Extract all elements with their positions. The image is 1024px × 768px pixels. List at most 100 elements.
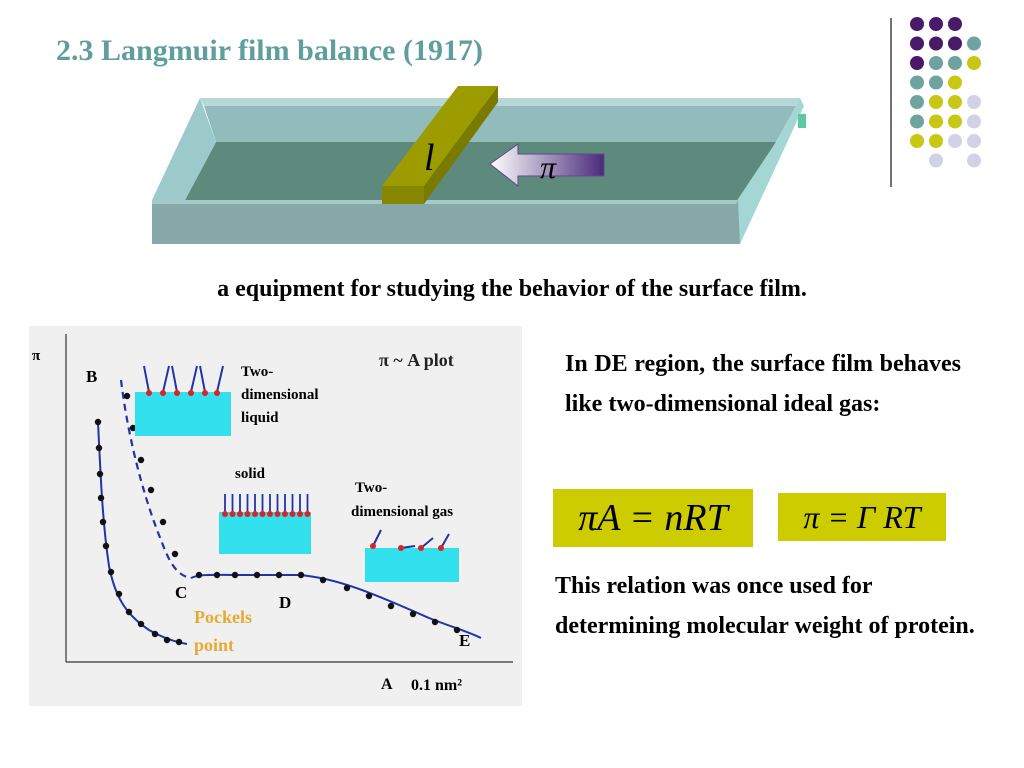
- gas-label-line-1: Two-: [355, 480, 387, 496]
- isotherm-data-point: [171, 550, 179, 558]
- solid-molecule-head: [229, 511, 236, 517]
- de-region-description: In DE region, the surface film behaves l…: [565, 351, 961, 417]
- decorative-dot: [948, 95, 962, 109]
- isotherm-data-point: [102, 542, 110, 550]
- isotherm-data-point: [297, 571, 305, 579]
- solid-molecule-head: [237, 511, 243, 517]
- isotherm-data-point: [137, 620, 145, 628]
- isotherm-data-point: [125, 608, 133, 616]
- point-label-c: C: [175, 583, 187, 602]
- slide-title: 2.3 Langmuir film balance (1917): [56, 34, 483, 67]
- trough-back-wall: [204, 106, 796, 142]
- isotherm-data-point: [107, 568, 115, 576]
- isotherm-data-point: [97, 494, 105, 502]
- point-label-d: D: [279, 593, 291, 612]
- liquid-molecule-tail: [190, 365, 198, 393]
- trough-front-wall: [152, 200, 740, 244]
- decorative-dot: [929, 17, 943, 31]
- isotherm-data-point: [343, 584, 351, 592]
- solid-molecule-head: [274, 511, 281, 517]
- plot-title: π ~ A plot: [379, 350, 454, 370]
- decorative-dot: [967, 95, 981, 109]
- solid-molecule-head: [222, 511, 228, 517]
- trough-back-rim: [200, 98, 800, 106]
- decorative-dot: [948, 114, 962, 129]
- x-axis-unit: 0.1 nm²: [411, 677, 462, 694]
- ideal-gas-equation: πA = nRT: [553, 489, 753, 547]
- decorative-dot: [967, 114, 981, 129]
- barrier-length-symbol: l: [424, 137, 435, 179]
- isotherm-data-point: [231, 571, 239, 579]
- surface-pressure-symbol: π: [540, 149, 557, 185]
- y-axis-label: π: [32, 348, 41, 364]
- isotherm-data-point: [431, 618, 439, 626]
- decorative-dot: [910, 36, 924, 51]
- decorative-dot: [929, 153, 943, 168]
- gas-molecule-head: [418, 545, 424, 551]
- decorative-dot: [948, 56, 962, 70]
- liquid-molecule-tail: [199, 365, 206, 393]
- decorative-dot: [929, 114, 943, 129]
- decorative-dot: [967, 56, 981, 70]
- langmuir-trough-diagram: l π: [152, 86, 806, 244]
- isotherm-data-point: [94, 418, 102, 426]
- isotherm-data-point: [319, 576, 327, 584]
- gas-molecule-head: [370, 543, 376, 549]
- isotherm-data-point: [175, 638, 183, 646]
- liquid-molecule-head: [160, 390, 166, 396]
- isotherm-data-point: [453, 626, 461, 634]
- solid-molecule-head: [289, 511, 296, 517]
- trough-float-attachment: [798, 114, 806, 128]
- decorative-dot: [967, 36, 981, 51]
- trough-water-surface: [184, 142, 776, 202]
- decorative-dot: [929, 36, 943, 51]
- decorative-dot: [948, 75, 962, 90]
- solid-molecule-head: [244, 511, 251, 517]
- liquid-label-line-2: dimensional: [241, 387, 319, 403]
- trough-right-wall: [736, 98, 804, 244]
- solid-molecule-head: [297, 511, 303, 517]
- protein-weight-note: This relation was once used for determin…: [555, 573, 975, 639]
- decorative-dot: [929, 56, 943, 70]
- decorative-dot: [967, 153, 981, 168]
- isotherm-data-point: [147, 486, 155, 494]
- trough-barrier: [382, 86, 498, 186]
- solid-molecule-head: [252, 511, 258, 517]
- gas-molecule-head: [438, 545, 444, 551]
- isotherm-data-point: [137, 456, 145, 464]
- solid-molecule-head: [259, 511, 266, 517]
- decorative-dot: [948, 134, 962, 148]
- pi-a-isotherm-plot: π A 0.1 nm² π ~ A plot B C D E Two- dime…: [29, 326, 522, 706]
- decorative-dot: [910, 114, 924, 129]
- liquid-molecule-tail: [162, 365, 170, 393]
- solid-label: solid: [235, 466, 266, 482]
- gas-label-line-2: dimensional gas: [351, 504, 453, 520]
- point-label-b: B: [86, 367, 97, 386]
- isotherm-data-point: [253, 571, 261, 579]
- liquid-molecule-tail: [171, 365, 178, 393]
- decorative-dot: [910, 134, 924, 148]
- isotherm-data-point: [163, 636, 171, 644]
- isotherm-data-point: [387, 602, 395, 610]
- isotherm-data-point: [151, 630, 159, 638]
- solid-molecule-head: [304, 511, 311, 517]
- surface-excess-equation: π = Γ RT: [778, 493, 946, 541]
- isotherm-data-point: [195, 571, 203, 579]
- decorative-dot: [929, 134, 943, 148]
- liquid-molecule-head: [188, 390, 194, 396]
- decorative-dot: [948, 36, 962, 51]
- trough-caption: a equipment for studying the behavior of…: [217, 276, 807, 302]
- liquid-molecule-head: [214, 390, 220, 396]
- decorative-dot: [910, 17, 924, 31]
- decorative-dot: [929, 75, 943, 90]
- liquid-molecule-tail: [143, 365, 150, 393]
- isotherm-data-point: [95, 444, 103, 452]
- gas-molecule-head: [398, 545, 404, 551]
- decorative-dot: [967, 134, 981, 148]
- pockels-label-line-2: point: [194, 635, 234, 655]
- isotherm-data-point: [213, 571, 221, 579]
- point-label-e: E: [459, 631, 470, 650]
- decorative-dot: [910, 56, 924, 70]
- isotherm-data-point: [409, 610, 417, 618]
- decorative-dot: [910, 75, 924, 90]
